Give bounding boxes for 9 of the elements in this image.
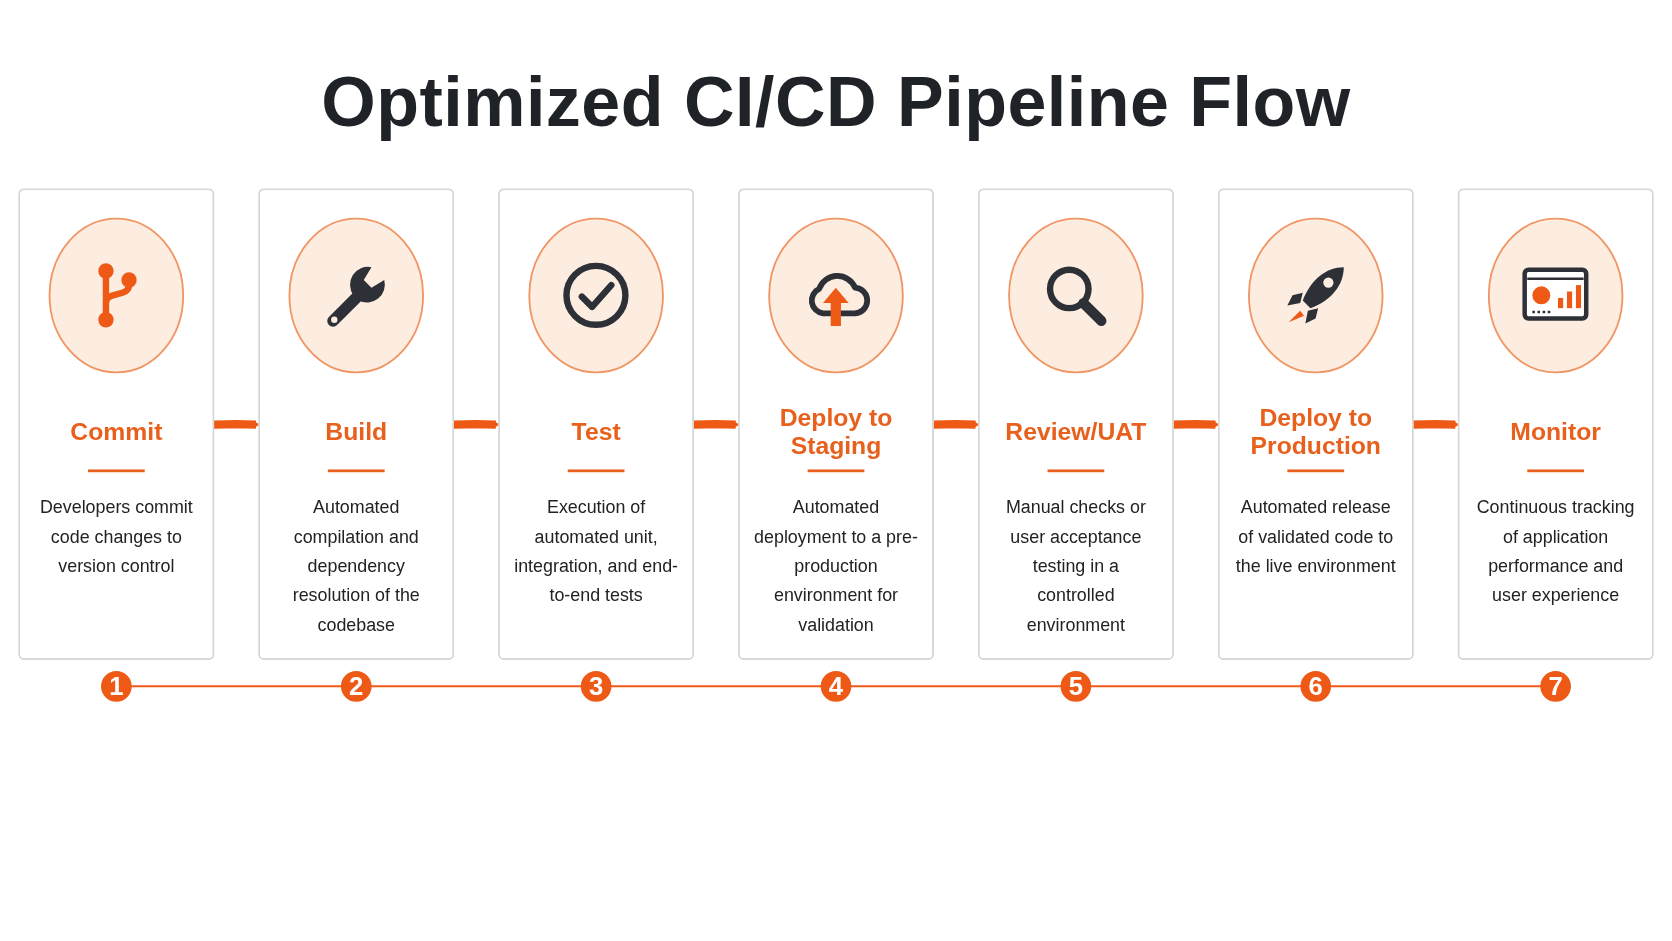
node-circle: 3: [580, 670, 612, 702]
node-circle: 2: [340, 670, 372, 702]
node-circle: 7: [1540, 670, 1571, 702]
node-circle: 1: [101, 670, 132, 702]
title: Optimized CI/CD Pipeline Flow: [321, 62, 1351, 142]
arrow: [453, 420, 500, 429]
node-circle: 5: [1060, 670, 1092, 702]
node-circle: 6: [1300, 670, 1332, 702]
node-circle: 4: [820, 670, 852, 702]
